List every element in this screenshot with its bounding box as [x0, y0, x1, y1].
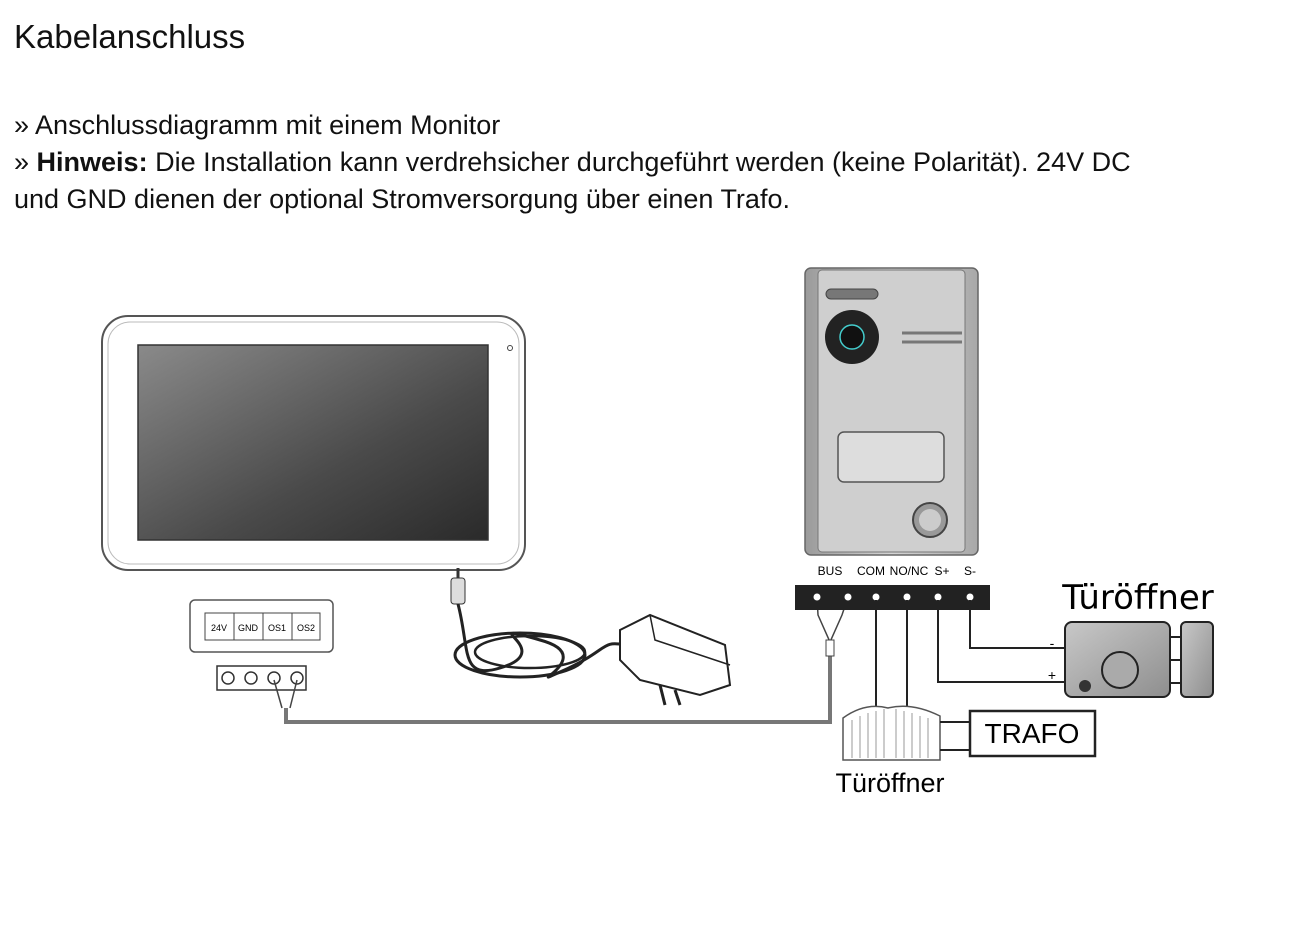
terminal-no-nc: NO/NC	[890, 564, 929, 578]
page-title: Kabelanschluss	[14, 18, 246, 55]
terminal-os2: OS2	[297, 623, 315, 633]
monitor-terminal-label: 24V GND OS1 OS2	[189, 599, 334, 653]
door-opener: Türöffner	[835, 705, 945, 798]
terminal-s-minus: S-	[964, 564, 976, 578]
monitor	[101, 315, 526, 571]
lock-plus: +	[1048, 667, 1056, 683]
terminal-com: COM	[857, 564, 885, 578]
bus-wire	[273, 596, 849, 724]
monitor-screw-block	[216, 665, 307, 691]
station-terminal-block: BUS COM NO/NC S+ S-	[795, 564, 990, 610]
lock-label: Türöffner	[1061, 578, 1214, 618]
bullet-hint: » Hinweis: Die Installation kann verdreh…	[14, 147, 1131, 178]
lock-minus: -	[1050, 635, 1055, 651]
bullet-text: Anschlussdiagramm mit einem Monitor	[35, 110, 501, 140]
bullet-diagram: » Anschlussdiagramm mit einem Monitor	[14, 110, 500, 141]
bullet-marker: »	[14, 147, 30, 177]
hint-label: Hinweis:	[36, 147, 148, 177]
hint-text-continued: und GND dienen der optional Stromversorg…	[14, 184, 790, 214]
hint-text: Die Installation kann verdrehsicher durc…	[155, 147, 1131, 177]
terminal-24v: 24V	[211, 623, 227, 633]
opener-label: Türöffner	[835, 768, 944, 798]
trafo: TRAFO	[940, 709, 1097, 758]
bullet-marker: »	[14, 110, 30, 140]
terminal-s-plus: S+	[934, 564, 949, 578]
terminal-bus: BUS	[818, 564, 843, 578]
lock-wires	[875, 600, 1065, 708]
power-adapter	[450, 568, 732, 706]
trafo-label: TRAFO	[985, 718, 1080, 749]
terminal-os1: OS1	[268, 623, 286, 633]
door-station	[804, 267, 979, 556]
electric-lock: Türöffner - +	[1048, 578, 1214, 698]
terminal-gnd: GND	[238, 623, 259, 633]
